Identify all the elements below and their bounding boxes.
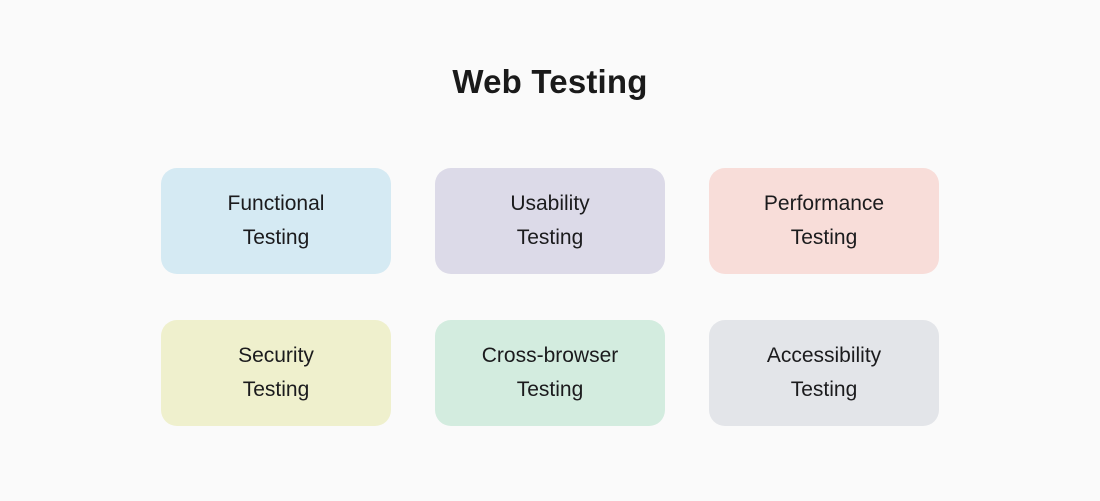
card-label-line: Usability (510, 191, 590, 215)
card-label-line: Testing (516, 225, 584, 249)
card-label-line: Testing (242, 377, 310, 401)
card-label-line: Testing (516, 377, 584, 401)
card-label-line: Performance (763, 191, 885, 215)
card-label-line: Testing (790, 225, 858, 249)
card-label-line: Cross-browser (481, 343, 619, 367)
card-accessibility-testing: Accessibility Testing (709, 319, 939, 426)
card-label-line: Functional (227, 191, 325, 215)
card-label-line: Testing (242, 225, 310, 249)
page-title: Web Testing (452, 63, 648, 100)
card-functional-testing: Functional Testing (161, 167, 391, 274)
card-performance-testing: Performance Testing (709, 167, 939, 274)
card-cross-browser-testing: Cross-browser Testing (435, 319, 665, 426)
card-label-line: Security (238, 343, 314, 367)
card-label-line: Testing (790, 377, 858, 401)
testing-types-grid: Functional Testing Usability Testing Per… (161, 167, 939, 426)
card-usability-testing: Usability Testing (435, 167, 665, 274)
card-label-line: Accessibility (766, 343, 882, 367)
card-security-testing: Security Testing (161, 319, 391, 426)
